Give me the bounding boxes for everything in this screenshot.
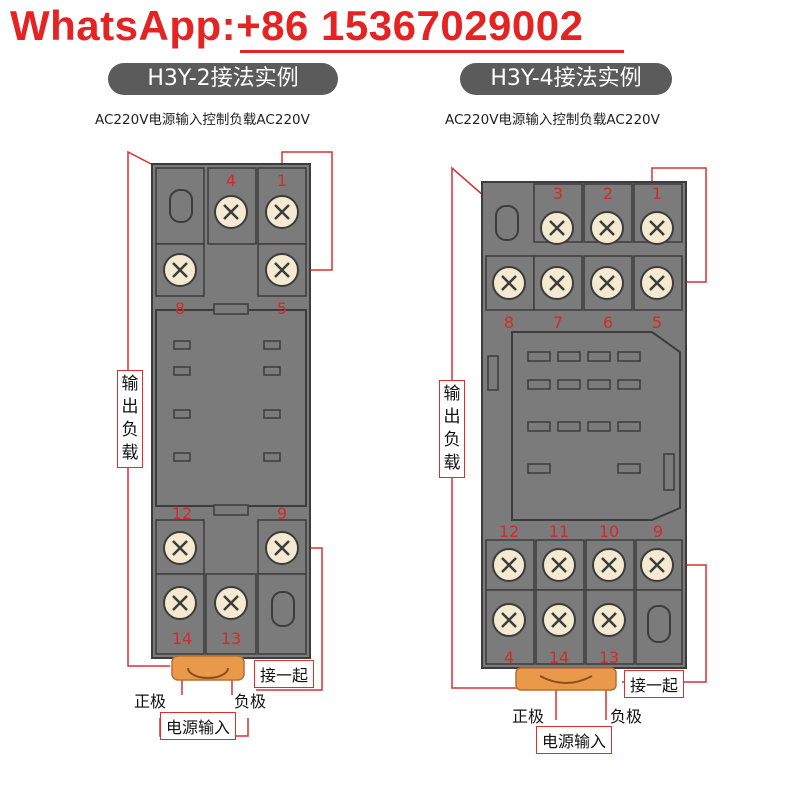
screw-terminal xyxy=(214,586,248,620)
right-terminal-number: 4 xyxy=(504,648,514,667)
right-terminal-number: 11 xyxy=(549,522,569,541)
right-terminal-number: 9 xyxy=(653,522,663,541)
screw-terminal xyxy=(265,531,299,565)
screw-terminal xyxy=(590,211,624,245)
left-mount-hole-top xyxy=(169,189,193,223)
right-terminal-number: 7 xyxy=(553,313,563,332)
right-terminal-number: 1 xyxy=(652,184,662,203)
left-terminal-number: 14 xyxy=(172,629,192,648)
screw-terminal xyxy=(540,211,574,245)
right-subtitle: AC220V电源输入控制负载AC220V xyxy=(445,112,660,128)
right-terminal-number: 5 xyxy=(652,313,662,332)
left-positive-label: 正极 xyxy=(134,692,167,711)
screw-terminal xyxy=(542,548,576,582)
left-negative-label: 负极 xyxy=(234,692,267,711)
screw-terminal xyxy=(592,548,626,582)
left-title: H3Y-2接法实例 xyxy=(108,63,338,95)
right-socket xyxy=(451,166,707,720)
screw-terminal xyxy=(492,548,526,582)
right-power-label: 电源输入 xyxy=(536,726,613,754)
left-terminal-number: 13 xyxy=(221,629,241,648)
left-power-label: 电源输入 xyxy=(160,712,237,740)
whatsapp-banner: WhatsApp:+86 15367029002 xyxy=(10,2,584,49)
screw-terminal xyxy=(163,531,197,565)
right-terminal-number: 10 xyxy=(599,522,619,541)
left-terminal-number: 5 xyxy=(277,299,287,318)
screw-terminals xyxy=(163,195,674,637)
screw-terminal xyxy=(492,603,526,637)
right-load-label: 输出负载 xyxy=(439,380,465,478)
left-join-label: 接一起 xyxy=(254,660,315,688)
screw-terminal xyxy=(592,603,626,637)
screw-terminal xyxy=(265,253,299,287)
screw-terminal xyxy=(640,548,674,582)
left-subtitle: AC220V电源输入控制负载AC220V xyxy=(95,112,310,128)
right-positive-label: 正极 xyxy=(512,707,545,726)
screw-terminal xyxy=(640,266,674,300)
right-terminal-number: 3 xyxy=(553,184,563,203)
right-terminal-number: 14 xyxy=(549,648,569,667)
screw-terminal xyxy=(590,266,624,300)
screw-terminal xyxy=(265,195,299,229)
right-negative-label: 负极 xyxy=(610,707,643,726)
right-mount-hole-bottom xyxy=(647,605,671,643)
right-terminal-number: 12 xyxy=(499,522,519,541)
screw-terminal xyxy=(542,603,576,637)
left-terminal-number: 1 xyxy=(277,171,287,190)
left-din-clip xyxy=(171,655,245,681)
left-load-label: 输出负载 xyxy=(117,370,143,468)
banner-underline xyxy=(240,50,624,53)
right-terminal-number: 6 xyxy=(603,313,613,332)
screw-terminal xyxy=(163,253,197,287)
right-join-label: 接一起 xyxy=(624,670,685,698)
left-load-wire xyxy=(281,151,333,271)
screw-terminal xyxy=(640,211,674,245)
right-terminal-number: 13 xyxy=(599,648,619,667)
right-terminal-number: 8 xyxy=(504,313,514,332)
left-socket xyxy=(127,150,333,737)
left-terminal-number: 12 xyxy=(172,504,192,523)
left-mount-hole-bottom xyxy=(271,591,295,627)
left-terminal-number: 9 xyxy=(277,504,287,523)
left-terminal-number: 4 xyxy=(226,171,236,190)
right-title: H3Y-4接法实例 xyxy=(460,63,672,95)
right-din-clip xyxy=(515,667,617,691)
screw-terminal xyxy=(214,195,248,229)
screw-terminal xyxy=(540,266,574,300)
right-mount-hole-top xyxy=(495,205,519,241)
screw-terminal xyxy=(163,586,197,620)
left-terminal-number: 8 xyxy=(175,299,185,318)
screw-terminal xyxy=(492,266,526,300)
terminal-numbers: 4 1 8 5 12 9 14 13 3 2 1 8 7 6 5 12 11 10 9 4 14 13 xyxy=(172,171,663,667)
right-load-wire xyxy=(651,167,707,283)
right-terminal-number: 2 xyxy=(603,184,613,203)
